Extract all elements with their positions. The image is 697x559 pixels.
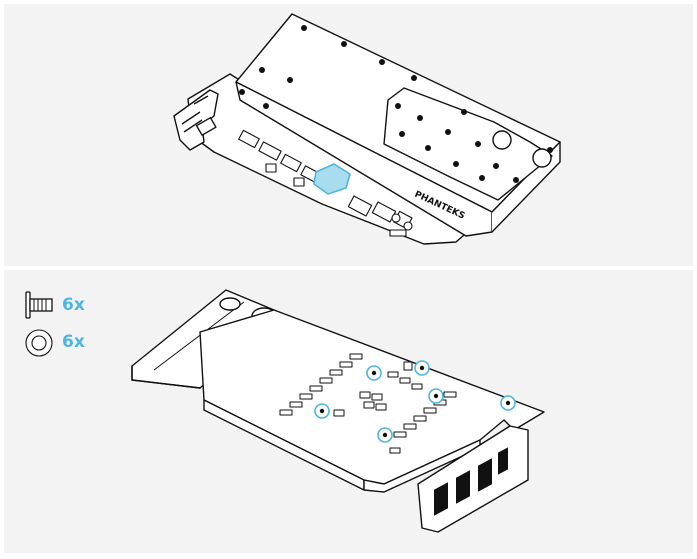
- backside-gpu-drawing: [131, 289, 545, 533]
- block-screws: [239, 25, 553, 183]
- washer-icon: [25, 329, 53, 357]
- pcb-components: [238, 129, 413, 237]
- io-port: [195, 116, 217, 136]
- screw-quantity: 6x: [62, 295, 85, 315]
- mounting-view-panel: 6x 6x: [4, 270, 693, 553]
- parts-legend-icons: [25, 291, 53, 357]
- assembled-view-panel: PHANTEKS: [4, 4, 693, 266]
- outlet-port: [532, 148, 552, 168]
- component-pads: [279, 353, 457, 454]
- screw-locations: [314, 360, 516, 443]
- water-block-side: [235, 81, 493, 237]
- washer-quantity: 6x: [62, 332, 85, 352]
- screw-icon: [25, 291, 53, 319]
- bracket-vents: [434, 447, 508, 516]
- inlet-port: [492, 130, 512, 150]
- highlighted-thermal-pad: [313, 163, 351, 195]
- assembled-gpu-drawing: PHANTEKS: [173, 13, 561, 245]
- block-window-plate: [383, 87, 553, 201]
